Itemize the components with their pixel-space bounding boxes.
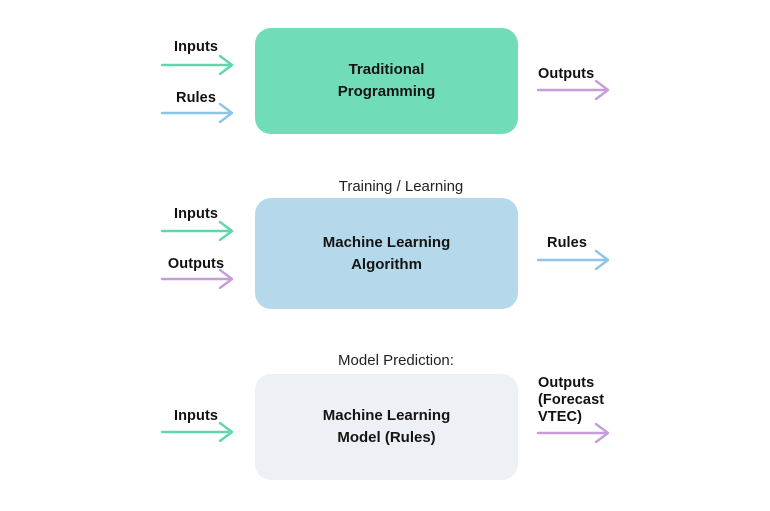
inputs-label: Inputs bbox=[173, 408, 219, 424]
training-learning-heading: Training / Learning bbox=[338, 178, 464, 195]
machine-learning-model-box: Machine Learning Model (Rules) bbox=[255, 374, 518, 480]
outputs-label: Outputs bbox=[538, 66, 595, 82]
outputs-forecast-vtec-label: Outputs (Forecast VTEC) bbox=[538, 375, 605, 426]
inputs-arrow-icon bbox=[160, 220, 234, 241]
inputs-arrow-icon bbox=[160, 421, 234, 442]
outputs-arrow-icon bbox=[536, 79, 610, 100]
outputs-label: Outputs bbox=[167, 256, 225, 272]
rules-label: Rules bbox=[176, 90, 216, 106]
inputs-label: Inputs bbox=[173, 206, 219, 222]
inputs-label: Inputs bbox=[173, 39, 219, 55]
machine-learning-algorithm-box: Machine Learning Algorithm bbox=[255, 198, 518, 309]
rules-label: Rules bbox=[547, 235, 587, 251]
outputs-arrow-icon bbox=[536, 422, 610, 443]
rules-arrow-icon bbox=[536, 249, 610, 270]
traditional-programming-box: Traditional Programming bbox=[255, 28, 518, 134]
rules-arrow-icon bbox=[160, 102, 234, 123]
outputs-arrow-icon bbox=[160, 268, 234, 289]
model-prediction-heading: Model Prediction: bbox=[338, 352, 454, 369]
inputs-arrow-icon bbox=[160, 54, 234, 75]
